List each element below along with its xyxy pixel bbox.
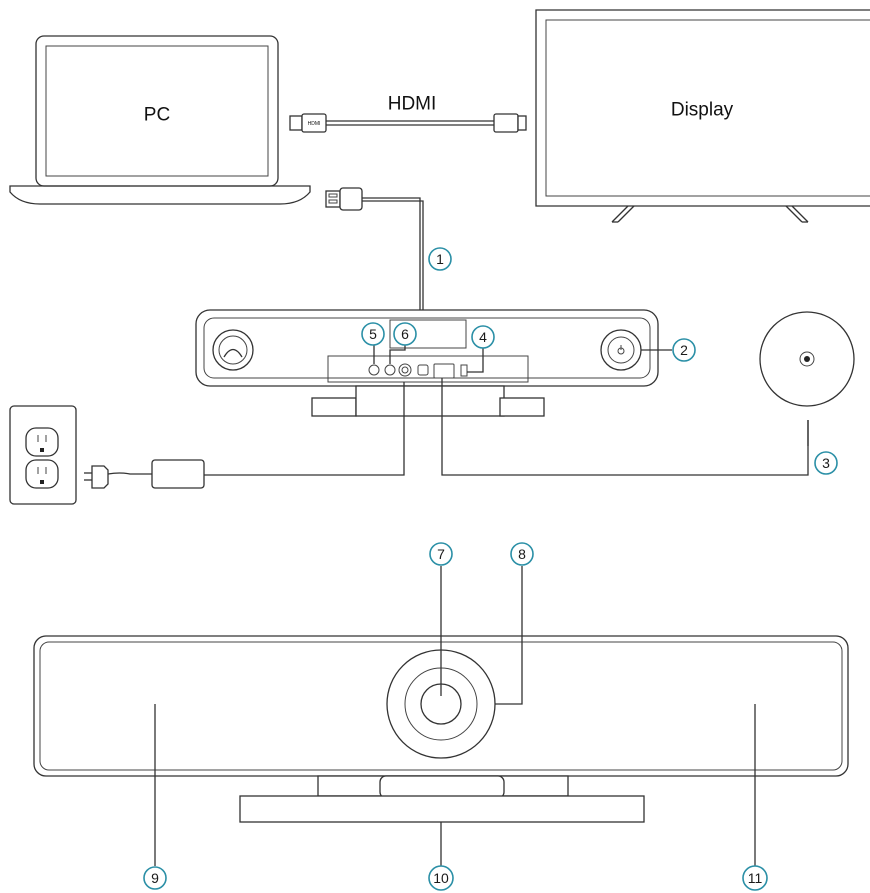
wall-outlet <box>9 405 77 505</box>
power-adapter <box>84 382 405 489</box>
callout-2: 2 <box>672 338 696 362</box>
callout-5-label: 5 <box>369 326 377 342</box>
callout-7-label: 7 <box>437 546 445 562</box>
display-label: Display <box>671 100 734 121</box>
callout-1: 1 <box>428 247 452 271</box>
callout-3: 3 <box>814 451 838 475</box>
callout-6-label: 6 <box>401 326 409 342</box>
callout-10: 10 <box>428 865 454 891</box>
microphone-cable <box>441 378 809 476</box>
callout-9-label: 9 <box>151 870 159 886</box>
callout-3-label: 3 <box>822 455 830 471</box>
callout-10-label: 10 <box>433 870 449 886</box>
display-monitor: Display <box>535 9 870 223</box>
callout-2-label: 2 <box>680 342 688 358</box>
callout-9: 9 <box>143 866 167 890</box>
hdmi-label: HDMI <box>388 94 437 115</box>
port-6 <box>384 364 396 376</box>
port-5 <box>368 364 380 376</box>
hdmi-cable: HDMI HDMI <box>289 94 527 133</box>
callout-4-label: 4 <box>479 329 487 345</box>
callout-leaders <box>154 345 809 866</box>
callout-8-label: 8 <box>518 546 526 562</box>
device-front-view <box>33 635 849 823</box>
pc-label: PC <box>144 105 170 126</box>
usb-cable <box>325 187 424 372</box>
callout-1-label: 1 <box>436 251 444 267</box>
hdmi-plug-label: HDMI <box>308 121 321 127</box>
callout-7: 7 <box>429 542 453 566</box>
callout-11: 11 <box>742 865 768 891</box>
laptop: PC <box>9 35 311 205</box>
callout-8: 8 <box>510 542 534 566</box>
device-rear-view <box>195 309 659 417</box>
callout-4: 4 <box>471 325 495 349</box>
callout-5: 5 <box>361 322 385 346</box>
callout-11-label: 11 <box>748 870 763 886</box>
expansion-microphone <box>759 311 855 407</box>
callout-6: 6 <box>393 322 417 346</box>
